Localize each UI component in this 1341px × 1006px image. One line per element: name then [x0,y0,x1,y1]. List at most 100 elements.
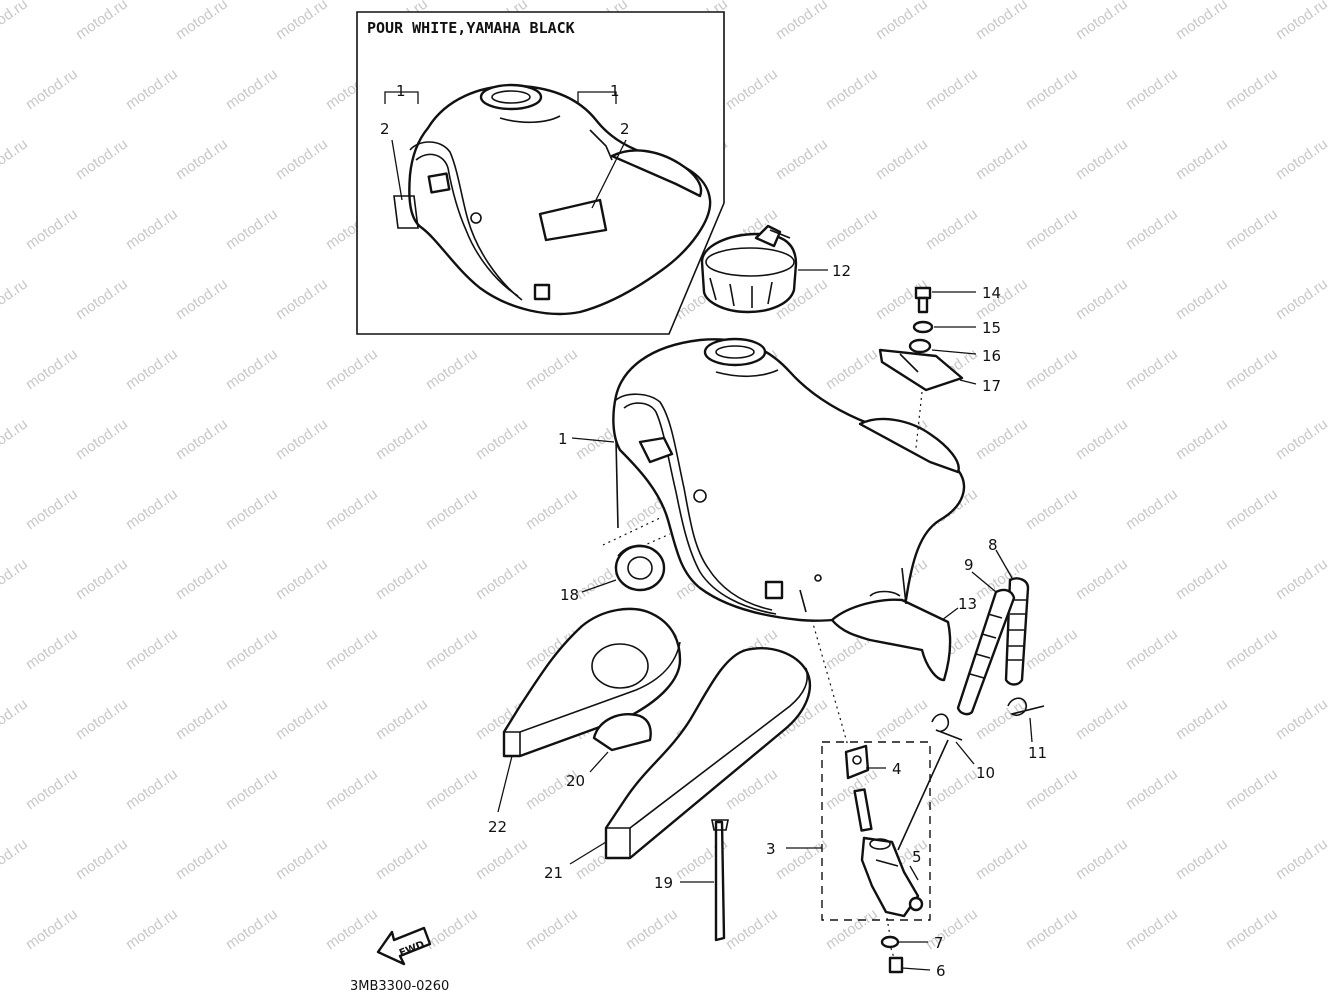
watermark-text: motod.ru [773,135,831,183]
hose-part-9 [956,588,1016,716]
watermark-text: motod.ru [273,0,331,43]
watermark-text: motod.ru [273,555,331,603]
callout-1-inset-right: 1 [610,82,620,100]
washer-part-15 [912,320,934,334]
callout-14: 14 [982,284,1001,302]
diagram-code: 3MB3300-0260 [350,979,449,994]
watermark-text: motod.ru [23,485,81,533]
callout-9: 9 [964,556,974,574]
gasket-part-4 [844,744,870,780]
watermark-text: motod.ru [1173,275,1231,323]
watermark-text: motod.ru [173,0,231,43]
watermark-text: motod.ru [123,625,181,673]
bolt-part-6 [888,956,904,974]
watermark-text: motod.ru [73,0,131,43]
watermark-text: motod.ru [1273,555,1331,603]
watermark-text: motod.ru [823,65,881,113]
watermark-text: motod.ru [1073,0,1131,43]
watermark-text: motod.ru [1023,485,1081,533]
watermark-text: motod.ru [1223,485,1281,533]
watermark-text: motod.ru [223,205,281,253]
bracket-part-17 [878,348,964,392]
watermark-text: motod.ru [1123,765,1181,813]
watermark-text: motod.ru [273,415,331,463]
watermark-text: motod.ru [1023,765,1081,813]
callout-21: 21 [544,864,563,882]
damper-part-20 [592,713,652,752]
watermark-text: motod.ru [723,905,781,953]
watermark-text: motod.ru [923,65,981,113]
watermark-text: motod.ru [323,765,381,813]
callout-19: 19 [654,874,673,892]
watermark-text: motod.ru [23,765,81,813]
callout-1: 1 [558,430,568,448]
watermark-text: motod.ru [123,485,181,533]
grommet-part-18 [614,544,666,592]
watermark-text: motod.ru [73,415,131,463]
forward-direction-arrow: FWD [376,926,432,966]
watermark-text: motod.ru [1073,135,1131,183]
watermark-text: motod.ru [73,275,131,323]
fuel-cap-part-12 [700,224,798,314]
watermark-text: motod.ru [1223,345,1281,393]
watermark-text: motod.ru [923,765,981,813]
watermark-text: motod.ru [823,205,881,253]
watermark-text: motod.ru [273,135,331,183]
watermark-text: motod.ru [0,0,31,43]
watermark-text: motod.ru [123,65,181,113]
watermark-text: motod.ru [73,555,131,603]
watermark-text: motod.ru [1173,415,1231,463]
fuel-tank-part-1 [602,337,966,622]
callout-20: 20 [566,772,585,790]
watermark-text: motod.ru [323,625,381,673]
watermark-text: motod.ru [473,555,531,603]
watermark-text: motod.ru [73,695,131,743]
watermark-text: motod.ru [1023,205,1081,253]
watermark-text: motod.ru [523,345,581,393]
callout-11: 11 [1028,744,1047,762]
watermark-text: motod.ru [923,205,981,253]
watermark-text: motod.ru [1073,695,1131,743]
watermark-text: motod.ru [0,135,31,183]
band-part-19 [711,819,729,942]
watermark-text: motod.ru [223,65,281,113]
watermark-text: motod.ru [1223,205,1281,253]
callout-1-inset-left: 1 [396,82,406,100]
watermark-text: motod.ru [0,415,31,463]
watermark-text: motod.ru [973,695,1031,743]
watermark-text: motod.ru [1173,0,1231,43]
watermark-text: motod.ru [0,835,31,883]
pad-part-21 [604,647,811,860]
callout-17: 17 [982,377,1001,395]
watermark-text: motod.ru [1023,65,1081,113]
watermark-text: motod.ru [323,905,381,953]
watermark-text: motod.ru [1173,695,1231,743]
inset-fuel-tank [393,83,712,316]
watermark-text: motod.ru [1073,415,1131,463]
watermark-text: motod.ru [23,205,81,253]
callout-22: 22 [488,818,507,836]
damper-part-13 [830,567,952,682]
watermark-text: motod.ru [373,835,431,883]
watermark-text: motod.ru [73,835,131,883]
callout-3: 3 [766,840,776,858]
watermark-text: motod.ru [223,905,281,953]
watermark-text: motod.ru [423,345,481,393]
watermark-text: motod.ru [23,905,81,953]
watermark-text: motod.ru [223,345,281,393]
watermark-text: motod.ru [723,65,781,113]
callout-2-inset-left: 2 [380,120,390,138]
watermark-text: motod.ru [873,0,931,43]
callout-4: 4 [892,760,902,778]
watermark-text: motod.ru [1273,835,1331,883]
color-variant-inset: POUR WHITE,YAMAHA BLACK 1 2 1 2 [356,11,725,335]
watermark-text: motod.ru [173,415,231,463]
callout-2-inset-right: 2 [620,120,630,138]
watermark-text: motod.ru [1273,695,1331,743]
watermark-text: motod.ru [123,345,181,393]
watermark-text: motod.ru [1273,0,1331,43]
watermark-text: motod.ru [973,835,1031,883]
watermark-text: motod.ru [423,905,481,953]
watermark-text: motod.ru [823,345,881,393]
